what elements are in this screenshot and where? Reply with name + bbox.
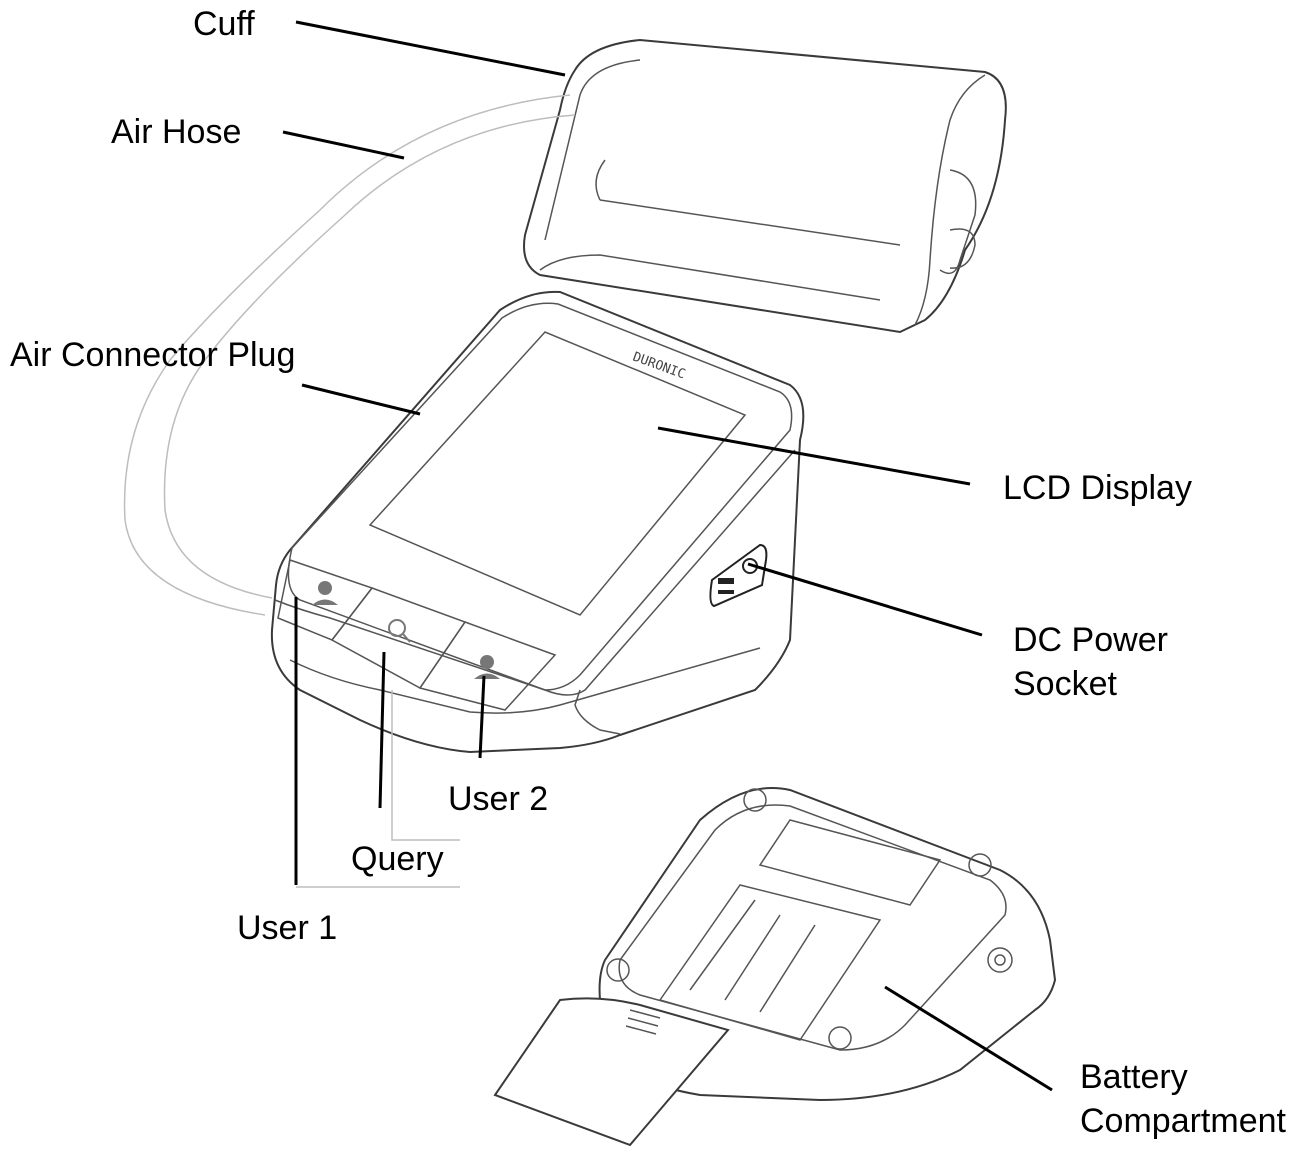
air-hose-leader	[283, 132, 404, 158]
user-1-label: User 1	[237, 906, 337, 950]
dc-power-socket-label: DC Power Socket	[1013, 618, 1168, 706]
query-label: Query	[351, 837, 444, 881]
lcd-display-label: LCD Display	[1003, 466, 1192, 510]
air-hose-label: Air Hose	[111, 110, 241, 154]
cuff-leader	[296, 22, 565, 75]
dc-power-socket-label-line-2: Socket	[1013, 662, 1168, 706]
user-2-label: User 2	[448, 777, 548, 821]
cuff-label: Cuff	[193, 2, 255, 46]
air-connector-plug-leader	[302, 385, 420, 414]
monitor-unit-drawing: DURONIC	[272, 292, 803, 752]
air-connector-plug-label: Air Connector Plug	[10, 333, 295, 377]
dc-power-socket-label-line-1: DC Power	[1013, 618, 1168, 662]
battery-view-drawing	[495, 788, 1055, 1145]
battery-compartment-label-line-2: Compartment	[1080, 1099, 1286, 1143]
battery-compartment-label-line-1: Battery	[1080, 1055, 1286, 1099]
battery-compartment-label: Battery Compartment	[1080, 1055, 1286, 1143]
cuff-drawing	[524, 40, 1006, 332]
